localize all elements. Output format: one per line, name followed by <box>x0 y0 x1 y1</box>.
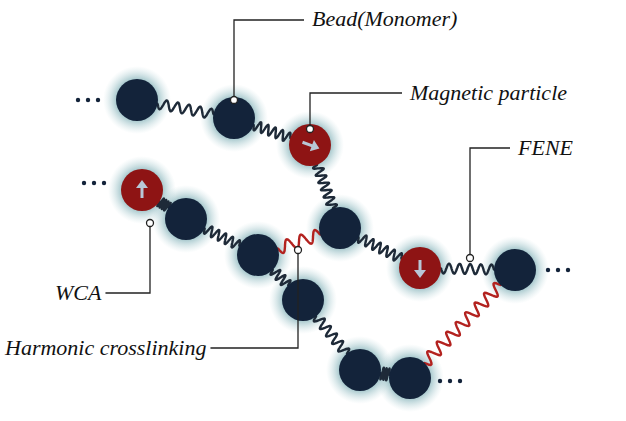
ellipsis-dot <box>76 98 80 102</box>
bead-halo <box>269 266 337 334</box>
bead <box>494 249 536 291</box>
magnetic-particle <box>121 169 163 211</box>
bead <box>282 279 324 321</box>
leader-dot <box>231 97 238 104</box>
dipole-arrow <box>300 137 321 154</box>
leader-dot <box>295 247 302 254</box>
ellipsis-dot <box>458 379 462 383</box>
ellipsis-dot <box>438 379 442 383</box>
bead-halo <box>306 194 374 262</box>
bead <box>116 79 158 121</box>
bead <box>389 357 431 399</box>
spring-bond <box>250 122 294 141</box>
spring-bond <box>422 282 503 366</box>
leader-dot <box>467 255 474 262</box>
ellipsis-dot <box>92 181 96 185</box>
spring-bond <box>270 267 291 288</box>
bead <box>213 97 255 139</box>
spring-bond <box>154 101 218 118</box>
spring-bond <box>314 313 350 357</box>
spring-bond <box>201 227 243 248</box>
leader-dot <box>307 126 314 133</box>
ellipsis-dot <box>566 268 570 272</box>
spring-bond <box>274 230 324 253</box>
ellipsis-dot <box>546 268 550 272</box>
bead <box>165 198 207 240</box>
callout-label: Magnetic particle <box>410 82 567 104</box>
bead <box>237 234 279 276</box>
dipole-arrow <box>414 260 426 278</box>
bead <box>319 207 361 249</box>
callout-label: WCA <box>55 282 101 304</box>
leader-line <box>470 148 510 258</box>
spring-bond <box>313 161 337 212</box>
ellipsis-dot <box>102 181 106 185</box>
magnetic-particle <box>399 247 441 289</box>
leader-line <box>105 223 150 293</box>
callout-label: Harmonic crosslinking <box>5 337 206 359</box>
magnetic-particle <box>289 124 331 166</box>
dipole-arrow <box>136 180 148 198</box>
leader-dot <box>147 220 154 227</box>
spring-bond <box>437 264 498 275</box>
ellipsis-dot <box>86 98 90 102</box>
leader-line <box>310 93 402 129</box>
bead-halo <box>103 66 171 134</box>
ellipsis-dot <box>556 268 560 272</box>
bead <box>339 349 381 391</box>
ellipsis-dot <box>96 98 100 102</box>
ellipsis-dot <box>82 181 86 185</box>
callout-label: Bead(Monomer) <box>312 8 457 30</box>
callout-label: FENE <box>518 137 573 159</box>
spring-bond <box>355 236 405 261</box>
leader-line <box>210 250 298 348</box>
ellipsis-dot <box>448 379 452 383</box>
bead-halo <box>386 234 454 302</box>
leader-line <box>234 20 304 100</box>
